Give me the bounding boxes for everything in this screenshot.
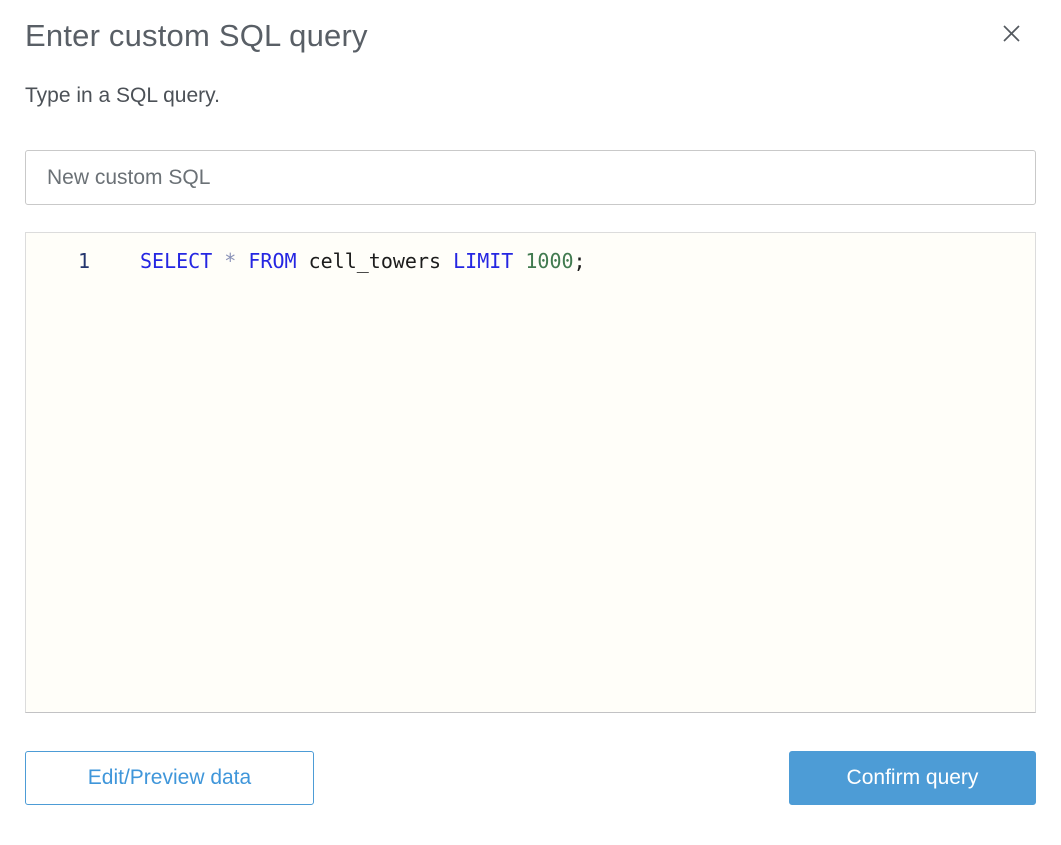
close-icon[interactable] xyxy=(998,20,1024,46)
code-lines: 1 SELECT * FROM cell_towers LIMIT 1000; xyxy=(26,246,1035,277)
page-title: Enter custom SQL query xyxy=(25,18,368,53)
edit-preview-data-button[interactable]: Edit/Preview data xyxy=(25,751,314,805)
dialog-header: Enter custom SQL query xyxy=(25,0,1036,54)
custom-sql-name-input[interactable] xyxy=(25,150,1036,205)
dialog-footer: Edit/Preview data Confirm query xyxy=(25,751,1036,805)
sql-code-editor[interactable]: 1 SELECT * FROM cell_towers LIMIT 1000; xyxy=(25,232,1036,713)
dialog-subtitle: Type in a SQL query. xyxy=(25,84,220,107)
code-text: SELECT * FROM cell_towers LIMIT 1000; xyxy=(140,249,586,273)
line-number: 1 xyxy=(77,249,90,273)
confirm-query-button[interactable]: Confirm query xyxy=(789,751,1036,805)
code-line: 1 SELECT * FROM cell_towers LIMIT 1000; xyxy=(26,246,1035,277)
